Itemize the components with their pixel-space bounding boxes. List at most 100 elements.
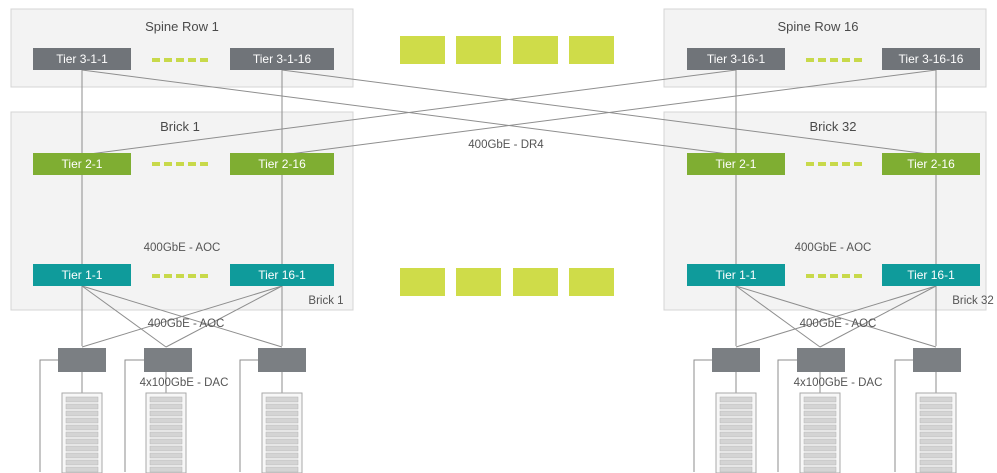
left-lower-aoc-label: 400GbE - AOC bbox=[148, 318, 225, 330]
switch-brick1-tier16-1-label: Tier 16-1 bbox=[258, 268, 306, 282]
rack-unit bbox=[149, 403, 183, 410]
switch-brick32-tier2-16 bbox=[882, 153, 980, 175]
switch-tier3-16-16 bbox=[882, 48, 980, 70]
rack-unit bbox=[919, 417, 953, 424]
brick-32-title: Brick 32 bbox=[810, 119, 857, 134]
rack-unit bbox=[919, 396, 953, 403]
rack-unit bbox=[919, 452, 953, 459]
spine-row-16-title: Spine Row 16 bbox=[778, 19, 859, 34]
rack-unit bbox=[65, 396, 99, 403]
rack-unit bbox=[149, 452, 183, 459]
server-rack-right-1 bbox=[715, 392, 757, 473]
rack-unit bbox=[719, 466, 753, 473]
switch-brick1-tier2-1 bbox=[33, 153, 131, 175]
rack-unit bbox=[265, 410, 299, 417]
switch-tier3-16-1 bbox=[687, 48, 785, 70]
rack-unit bbox=[803, 417, 837, 424]
rack-unit bbox=[719, 424, 753, 431]
rack-unit bbox=[719, 431, 753, 438]
rack-unit bbox=[719, 438, 753, 445]
rack-unit bbox=[149, 431, 183, 438]
switch-brick32-tier1-1 bbox=[687, 264, 785, 286]
rack-unit bbox=[803, 396, 837, 403]
brick-1-corner-label: Brick 1 bbox=[308, 295, 343, 307]
tor-switch-left-2 bbox=[144, 348, 192, 372]
left-dac-label: 4x100GbE - DAC bbox=[140, 377, 229, 389]
switch-brick1-tier2-1-label: Tier 2-1 bbox=[62, 157, 103, 171]
rack-unit bbox=[803, 466, 837, 473]
server-rack-right-2 bbox=[799, 392, 841, 473]
rack-unit bbox=[803, 438, 837, 445]
right-dac-label: 4x100GbE - DAC bbox=[794, 377, 883, 389]
switch-brick1-tier2-16 bbox=[230, 153, 334, 175]
lime-blocks-top bbox=[400, 36, 614, 64]
rack-unit bbox=[149, 396, 183, 403]
switch-brick32-tier2-16-label: Tier 2-16 bbox=[907, 157, 955, 171]
rack-unit bbox=[149, 417, 183, 424]
rack-unit bbox=[803, 459, 837, 466]
tor-switch-left-1 bbox=[58, 348, 106, 372]
switch-brick32-tier16-1-label: Tier 16-1 bbox=[907, 268, 955, 282]
switch-tier3-16-16-label: Tier 3-16-16 bbox=[899, 52, 964, 66]
rack-unit bbox=[919, 431, 953, 438]
rack-unit bbox=[803, 403, 837, 410]
rack-unit bbox=[919, 459, 953, 466]
rack-unit bbox=[719, 396, 753, 403]
switch-brick1-tier2-16-label: Tier 2-16 bbox=[258, 157, 306, 171]
rack-unit bbox=[719, 417, 753, 424]
rack-unit bbox=[149, 424, 183, 431]
switch-tier3-1-1-label: Tier 3-1-1 bbox=[56, 52, 108, 66]
rack-unit bbox=[803, 424, 837, 431]
rack-unit bbox=[65, 424, 99, 431]
tor-switch-left-3 bbox=[258, 348, 306, 372]
switch-brick32-tier1-1-label: Tier 1-1 bbox=[716, 268, 757, 282]
lime-blocks-bottom bbox=[400, 268, 614, 296]
server-rack-right-3 bbox=[915, 392, 957, 473]
rack-unit bbox=[919, 424, 953, 431]
rack-unit bbox=[803, 445, 837, 452]
server-racks bbox=[61, 392, 957, 473]
rack-unit bbox=[265, 431, 299, 438]
rack-unit bbox=[265, 417, 299, 424]
rack-unit bbox=[149, 438, 183, 445]
server-rack-left-3 bbox=[261, 392, 303, 473]
rack-unit bbox=[265, 396, 299, 403]
switch-tier3-16-1-label: Tier 3-16-1 bbox=[707, 52, 766, 66]
brick-1-aoc-label: 400GbE - AOC bbox=[144, 242, 221, 254]
rack-unit bbox=[803, 410, 837, 417]
rack-unit bbox=[149, 445, 183, 452]
rack-unit bbox=[265, 424, 299, 431]
switch-tier3-1-16-label: Tier 3-1-16 bbox=[253, 52, 312, 66]
server-rack-left-2 bbox=[145, 392, 187, 473]
rack-unit bbox=[65, 459, 99, 466]
connection-lines bbox=[81, 69, 937, 348]
brick-1-title: Brick 1 bbox=[160, 119, 200, 134]
rack-unit bbox=[919, 410, 953, 417]
rack-unit bbox=[65, 438, 99, 445]
rack-unit bbox=[719, 403, 753, 410]
rack-unit bbox=[919, 466, 953, 473]
rack-unit bbox=[65, 403, 99, 410]
switch-brick1-tier16-1 bbox=[230, 264, 334, 286]
rack-unit bbox=[919, 438, 953, 445]
rack-unit bbox=[803, 431, 837, 438]
rack-unit bbox=[265, 438, 299, 445]
rack-unit bbox=[265, 459, 299, 466]
spine-row-1-title: Spine Row 1 bbox=[145, 19, 219, 34]
dr4-link-label: 400GbE - DR4 bbox=[468, 139, 544, 151]
rack-unit bbox=[149, 410, 183, 417]
tor-switch-right-2 bbox=[797, 348, 845, 372]
rack-unit bbox=[65, 410, 99, 417]
switch-brick1-tier1-1 bbox=[33, 264, 131, 286]
rack-unit bbox=[719, 459, 753, 466]
rack-unit bbox=[919, 403, 953, 410]
right-lower-aoc-label: 400GbE - AOC bbox=[800, 318, 877, 330]
rack-unit bbox=[719, 445, 753, 452]
tor-switch-right-3 bbox=[913, 348, 961, 372]
switch-brick1-tier1-1-label: Tier 1-1 bbox=[62, 268, 103, 282]
rack-unit bbox=[149, 459, 183, 466]
rack-unit bbox=[265, 403, 299, 410]
switch-brick32-tier2-1 bbox=[687, 153, 785, 175]
rack-unit bbox=[719, 410, 753, 417]
dac-connections bbox=[39, 359, 937, 472]
